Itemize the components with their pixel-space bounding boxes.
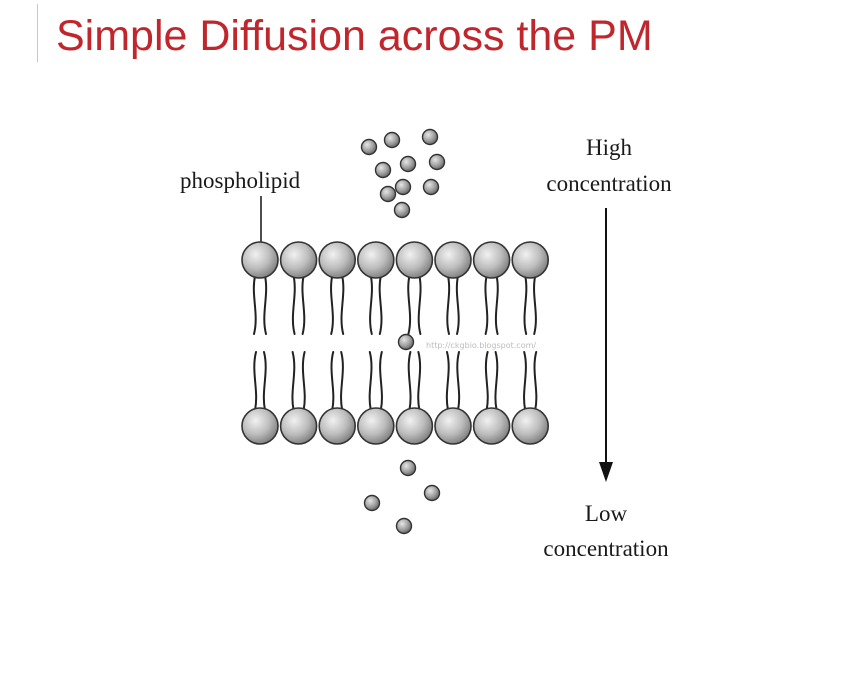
phospholipid-head [357, 407, 395, 445]
molecule-high [428, 153, 446, 171]
lipid-tail [291, 351, 296, 411]
lipid-tail [378, 275, 383, 335]
molecule-low [363, 494, 381, 512]
phospholipid-head [279, 407, 318, 445]
lipid-tail [262, 351, 267, 411]
lipid-tail [417, 351, 422, 411]
phospholipid-bilayer [241, 241, 550, 445]
phospholipid-bottom [279, 351, 318, 445]
phospholipid-head [395, 241, 434, 279]
lipid-tail [330, 351, 335, 411]
lipid-tail [301, 275, 306, 335]
lipid-tail [368, 351, 373, 411]
molecule-low [395, 517, 413, 535]
phospholipid-bottom [434, 351, 472, 445]
lipid-tail [340, 275, 345, 335]
phospholipid-head [511, 241, 550, 279]
phospholipid-top [472, 241, 511, 335]
lipid-tail [445, 351, 450, 411]
diffusing-molecules [360, 128, 446, 535]
molecule-high [360, 138, 378, 156]
lipid-tail [533, 275, 537, 335]
phospholipid-head [472, 407, 511, 445]
lipid-tail [407, 275, 412, 335]
molecule-high [383, 131, 401, 149]
lipid-tail [263, 275, 268, 335]
low-concentration-label: concentration [543, 536, 669, 561]
lipid-tail [252, 275, 257, 335]
phospholipid-head [395, 407, 434, 445]
title-accent-rule [37, 4, 38, 62]
high-label: High [586, 135, 633, 160]
lipid-tail [494, 275, 499, 335]
lipid-tail [523, 351, 527, 411]
lipid-tail [484, 351, 489, 411]
phospholipid-head [472, 241, 511, 279]
watermark-text: http://ckgbio.blogspot.com/ [426, 341, 536, 350]
phospholipid-bottom [511, 351, 550, 445]
molecule-low [423, 484, 441, 502]
phospholipid-head [434, 241, 472, 279]
lipid-tail [533, 351, 538, 411]
lipid-tail [407, 351, 412, 411]
phospholipid-top [241, 241, 279, 335]
phospholipid-head [434, 407, 472, 445]
molecule-high [374, 161, 392, 179]
molecule-crossing [397, 333, 415, 351]
lipid-tail [523, 275, 528, 335]
phospholipid-head [318, 407, 356, 445]
lipid-tail [330, 275, 334, 335]
phospholipid-top [395, 241, 434, 335]
phospholipid-head [279, 241, 318, 279]
diffusion-diagram: phospholipid High concentration Low conc… [140, 112, 720, 582]
molecule-high [422, 178, 440, 196]
low-label: Low [585, 501, 628, 526]
lipid-tail [253, 351, 258, 411]
phospholipid-top [279, 241, 318, 335]
phospholipid-bottom [241, 351, 279, 445]
phospholipid-top [434, 241, 472, 335]
lipid-tail [456, 351, 461, 411]
slide-title: Simple Diffusion across the PM [56, 12, 653, 60]
molecule-high [399, 155, 417, 173]
phospholipid-top [357, 241, 395, 335]
phospholipid-head [241, 241, 279, 279]
lipid-tail [291, 275, 296, 335]
phospholipid-top [318, 241, 356, 335]
phospholipid-bottom [357, 351, 395, 445]
phospholipid-head [357, 241, 395, 279]
molecule-high [421, 128, 439, 146]
concentration-gradient-arrow [599, 208, 613, 482]
molecule-high [393, 201, 411, 219]
phospholipid-bottom [395, 351, 434, 445]
phospholipid-head [511, 407, 550, 445]
lipid-tail [369, 275, 373, 335]
molecule-low [399, 459, 417, 477]
phospholipid-bottom [472, 351, 511, 445]
molecule-high [394, 178, 412, 196]
lipid-tail [417, 275, 422, 335]
high-concentration-label: concentration [546, 171, 672, 196]
lipid-tail [484, 275, 489, 335]
lipid-tail [301, 351, 306, 411]
phospholipid-bottom [318, 351, 356, 445]
lipid-tail [455, 275, 460, 335]
lipid-tail [340, 351, 344, 411]
phospholipid-top [511, 241, 550, 335]
molecule-high [379, 185, 397, 203]
lipid-tail [379, 351, 383, 411]
phospholipid-label: phospholipid [180, 168, 301, 193]
phospholipid-head [318, 241, 356, 279]
phospholipid-head [241, 407, 279, 445]
lipid-tail [494, 351, 499, 411]
lipid-tail [446, 275, 451, 335]
